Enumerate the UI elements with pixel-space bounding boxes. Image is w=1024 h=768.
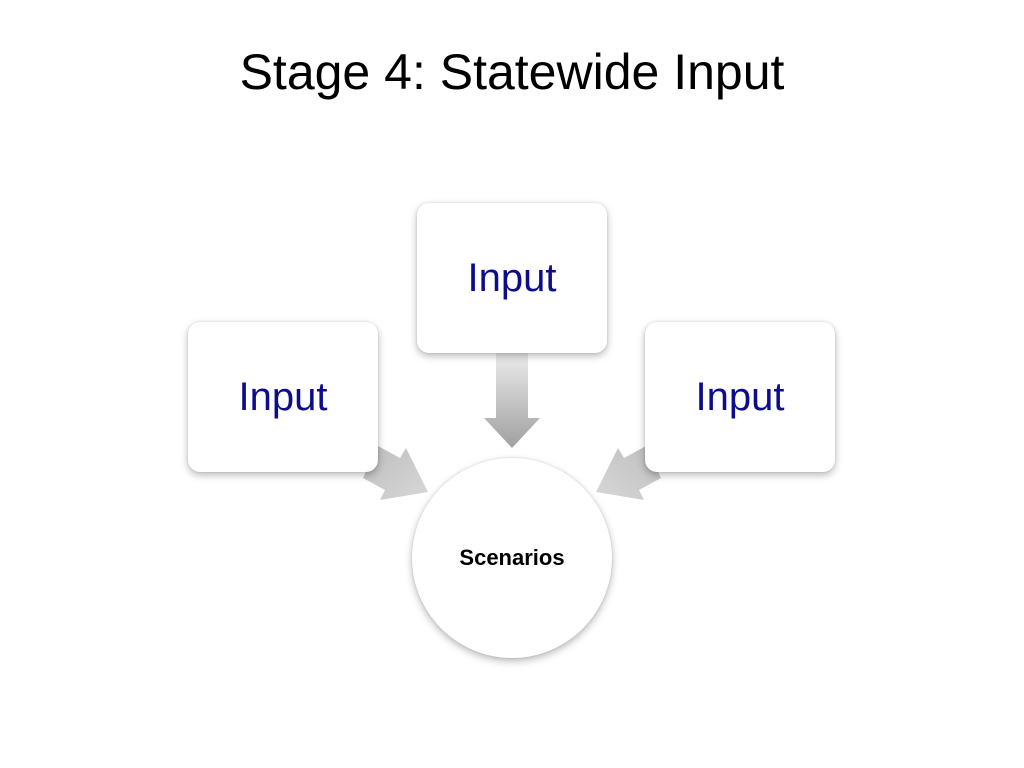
input-label-right: Input [695, 374, 785, 419]
arrow-top-to-center [484, 353, 540, 448]
scenarios-label: Scenarios [459, 545, 565, 570]
input-box-top: Input [417, 203, 607, 353]
arrow-right-to-center [596, 446, 661, 500]
input-label-left: Input [238, 374, 328, 419]
arrow-left-to-center [363, 446, 428, 500]
input-label-top: Input [467, 255, 557, 300]
slide-title: Stage 4: Statewide Input [239, 44, 785, 100]
input-box-right: Input [645, 322, 835, 472]
input-box-left: Input [188, 322, 378, 472]
scenarios-circle: Scenarios [412, 458, 612, 658]
